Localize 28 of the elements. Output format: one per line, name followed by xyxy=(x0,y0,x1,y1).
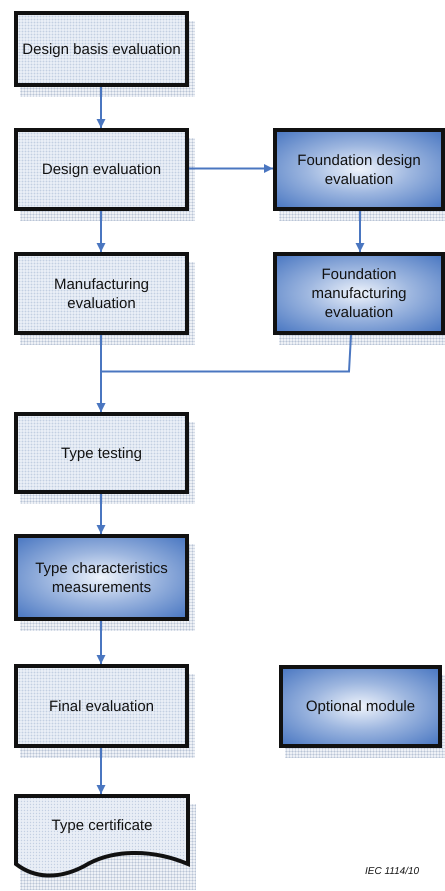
arrow xyxy=(96,621,106,664)
node-label: Optional module xyxy=(304,697,416,716)
node-label: Final evaluation xyxy=(48,696,156,716)
node-label: Design evaluation xyxy=(40,160,162,179)
node-label: Design basis evaluation xyxy=(21,40,182,58)
arrow xyxy=(189,164,273,173)
process-box xyxy=(14,664,189,748)
arrow xyxy=(96,334,352,412)
optional-module-box xyxy=(273,252,445,335)
node-label: Type testing xyxy=(60,444,143,462)
arrow xyxy=(96,211,106,252)
arrow xyxy=(96,748,106,794)
node-label: Type certificate xyxy=(50,816,154,835)
process-box xyxy=(14,128,189,211)
node-label: Type characteristics measurements xyxy=(34,558,169,596)
optional-module-box xyxy=(273,128,445,211)
figure-reference: IEC 1114/10 xyxy=(365,866,420,877)
arrow xyxy=(96,87,106,128)
node-label: Manufacturing evaluation xyxy=(52,274,150,312)
optional-module-box xyxy=(279,665,442,748)
process-box xyxy=(14,11,189,87)
optional-module-box xyxy=(14,534,189,621)
arrow xyxy=(96,494,106,534)
node-label: Foundation manufacturing evaluation xyxy=(310,265,408,322)
arrow xyxy=(356,211,364,252)
node-label: Foundation design evaluation xyxy=(296,150,422,188)
process-box xyxy=(14,412,189,494)
process-box xyxy=(14,252,189,335)
